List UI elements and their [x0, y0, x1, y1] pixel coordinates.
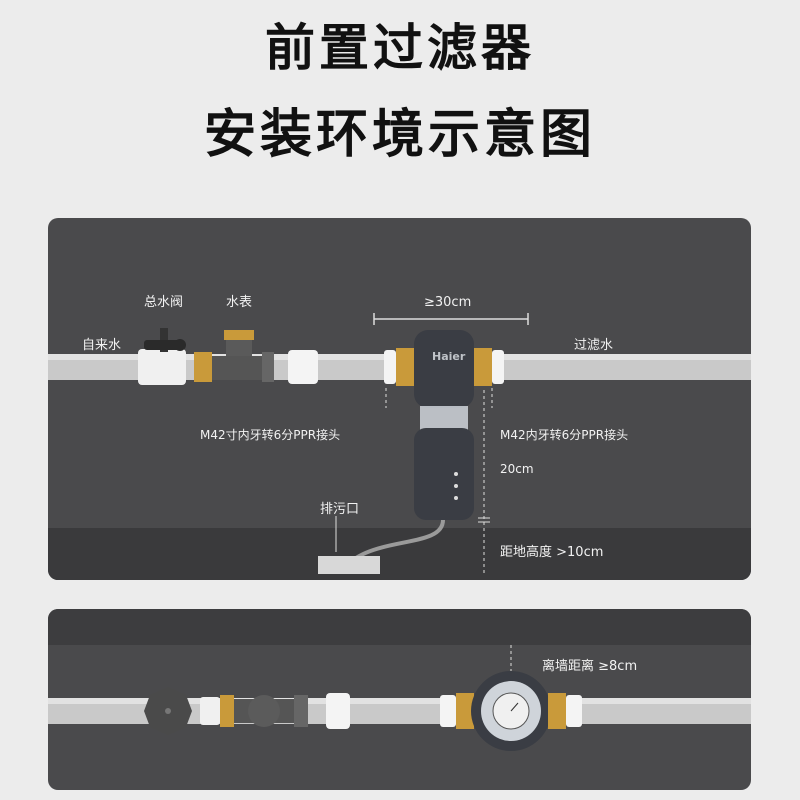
top-view-illustration: [48, 645, 751, 751]
label-floor-height: 距地高度 >10cm: [500, 545, 604, 560]
title-line-1: 前置过滤器: [265, 19, 535, 77]
brass-adapter-left-icon: [396, 348, 414, 386]
ppr-coupling-icon: [288, 350, 318, 384]
water-meter-top-icon: [234, 695, 308, 727]
brass-nut-icon: [220, 695, 234, 727]
wall: [48, 609, 751, 645]
installation-top-view-panel: 离墙距离 ≥8cm: [48, 609, 751, 790]
label-water-meter: 水表: [226, 295, 253, 310]
label-adapter-right: M42内牙转6分PPR接头: [500, 428, 629, 442]
prefilter-unit-icon: [414, 330, 474, 520]
label-height-20cm: 20cm: [500, 462, 534, 476]
label-adapter-left: M42寸内牙转6分PPR接头: [200, 428, 341, 442]
label-filtered-water: 过滤水: [574, 338, 614, 353]
label-drain: 排污口: [320, 502, 360, 517]
label-min-width: ≥30cm: [424, 295, 472, 310]
main-valve-top-icon: [144, 687, 192, 735]
water-meter-icon: [212, 330, 274, 382]
label-main-valve: 总水阀: [144, 295, 184, 310]
label-tap-water: 自来水: [82, 338, 122, 353]
prefilter-top-icon: [471, 671, 551, 751]
brass-nut-icon: [194, 352, 212, 382]
brand-logo: Haier: [432, 350, 466, 363]
front-view-illustration: [48, 313, 751, 576]
ppr-coupling-icon: [326, 693, 350, 729]
title-line-2: 安装环境示意图: [203, 105, 596, 165]
brass-adapter-right-icon: [474, 348, 492, 386]
floor: [48, 528, 751, 580]
installation-front-view-panel: 总水阀 水表 自来水 ≥30cm 过滤水 Haier M42寸内牙转6分PPR接…: [48, 218, 751, 580]
floor-drain-icon: [318, 556, 380, 574]
label-wall-distance: 离墙距离 ≥8cm: [542, 659, 638, 674]
main-valve-icon: [138, 328, 186, 385]
